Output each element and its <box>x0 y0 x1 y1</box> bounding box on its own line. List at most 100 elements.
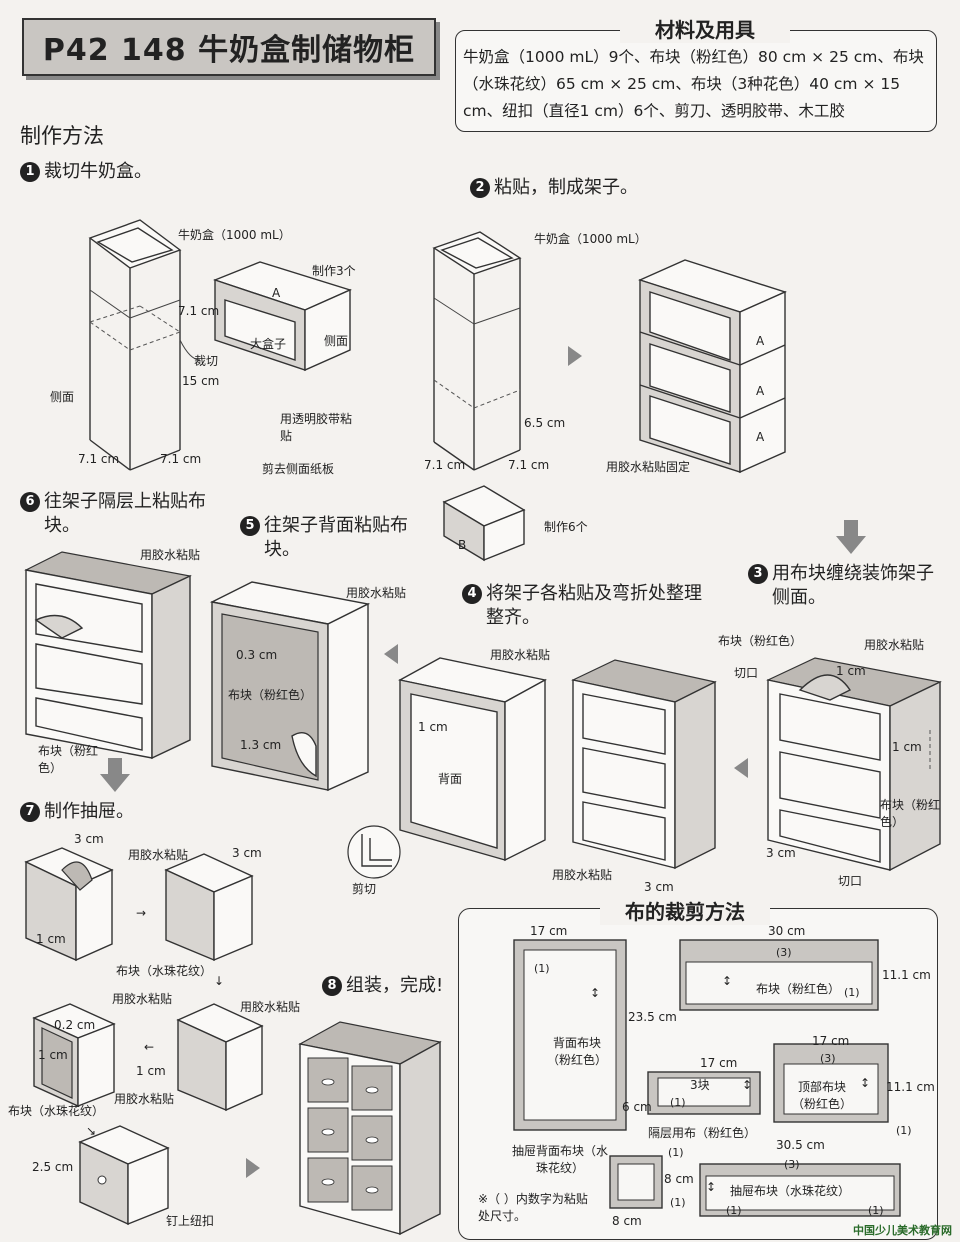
label-cloth-pink-3b: 布块（粉红色） <box>880 798 941 829</box>
cut-label-top: 顶部布块（粉红色） <box>792 1080 853 1111</box>
step-2-text: 粘贴，制成架子。 <box>494 177 638 198</box>
step-3-illustration <box>766 657 942 872</box>
label-cloth-pink-5: 布块（粉红色） <box>228 688 313 702</box>
label-1cm-3b: 1 cm <box>892 740 922 754</box>
cut-arrow-b: ↕ <box>722 974 733 988</box>
label-tape: 用透明胶带粘贴 <box>280 412 353 443</box>
arrow-d-7: ↓ <box>214 974 225 988</box>
arrow-right-step8 <box>246 1158 260 1178</box>
cut-label-note: ※（ ）内数字为粘贴处尺寸。 <box>478 1192 588 1223</box>
label-notch-3a: 切口 <box>734 666 759 680</box>
cut-label-p3b: (3) <box>820 1052 836 1065</box>
cut-label-p1c: (1) <box>670 1096 686 1109</box>
cut-label-drawer-back: 抽屉背面布块（水珠花纹） <box>511 1144 608 1175</box>
step-8-illustration <box>298 1021 442 1236</box>
label-02cm: 0.2 cm <box>54 1018 96 1032</box>
step-7-text: 制作抽屉。 <box>44 801 134 822</box>
step-3-number: 3 <box>748 564 768 584</box>
label-scissors: 剪切 <box>352 882 377 896</box>
step-2-number: 2 <box>470 178 490 198</box>
cut-arrow-d: ↕ <box>860 1076 871 1090</box>
step-6: 6 往架子隔层上粘贴布块。 <box>20 490 220 538</box>
cut-label-111b: 11.1 cm <box>886 1080 935 1094</box>
cut-label-30: 30 cm <box>768 924 806 938</box>
cut-label-back: 背面布块（粉红色） <box>546 1036 607 1067</box>
label-make3: 制作3个 <box>312 264 356 278</box>
arrow-l-7: ← <box>144 1040 155 1054</box>
arrow-right-step2 <box>568 346 582 366</box>
step-7: 7 制作抽屉。 <box>20 800 134 824</box>
label-1cm-3a: 1 cm <box>836 664 866 678</box>
label-cut-side: 剪去侧面纸板 <box>262 462 335 476</box>
cut-label-p1g: (1) <box>726 1204 742 1217</box>
label-make6: 制作6个 <box>544 520 588 534</box>
step-5-text: 往架子背面粘贴布块。 <box>264 515 408 560</box>
cut-label-p1d: (1) <box>896 1124 912 1137</box>
label-glue-7c: 用胶水粘贴 <box>240 1000 301 1014</box>
label-cut: 裁切 <box>194 354 219 368</box>
label-71-r2: 7.1 cm <box>508 458 550 472</box>
arrow-down-step7 <box>100 758 130 792</box>
cut-label-drawer: 抽屉布块（水珠花纹） <box>730 1184 851 1198</box>
label-back: 背面 <box>438 772 463 786</box>
label-glue-fix: 用胶水粘贴固定 <box>606 460 691 474</box>
cut-label-p3a: (3) <box>776 946 792 959</box>
step-7-number: 7 <box>20 802 40 822</box>
label-side: 侧面 <box>324 334 349 348</box>
step-5-number: 5 <box>240 516 260 536</box>
cutting-diagrams <box>513 939 901 1217</box>
cut-label-8a: 8 cm <box>664 1172 694 1186</box>
scissors-detail-circle <box>347 825 401 879</box>
label-a-4: A <box>756 430 765 444</box>
cut-arrow-a: ↕ <box>590 986 601 1000</box>
arrow-r-7: → <box>136 906 147 920</box>
label-71-top: 7.1 cm <box>178 304 220 318</box>
label-71-l2: 7.1 cm <box>424 458 466 472</box>
label-glue-4: 用胶水粘贴 <box>490 648 551 662</box>
step-3: 3 用布块缠绕装饰架子侧面。 <box>748 562 948 610</box>
label-glue-7d: 用胶水粘贴 <box>114 1092 175 1106</box>
label-glue-3: 用胶水粘贴 <box>864 638 925 652</box>
label-3cm-4: 3 cm <box>644 880 674 894</box>
label-a-2: A <box>756 334 765 348</box>
label-3cm-7b: 3 cm <box>232 846 262 860</box>
step-4-text: 将架子各粘贴及弯折处整理整齐。 <box>486 583 702 628</box>
arrow-left-step4 <box>734 758 748 778</box>
step-4-number: 4 <box>462 584 482 604</box>
label-1cm-4: 1 cm <box>418 720 448 734</box>
cut-label-17a: 17 cm <box>530 924 568 938</box>
label-3cm-7a: 3 cm <box>74 832 104 846</box>
label-1cm-7b: 1 cm <box>38 1048 68 1062</box>
label-cloth-pink-6: 布块（粉红色） <box>38 744 99 775</box>
cut-label-305: 30.5 cm <box>776 1138 825 1152</box>
step-1-text: 裁切牛奶盒。 <box>44 161 152 182</box>
cut-label-p1b: (1) <box>844 986 860 999</box>
page-title: P42 148 牛奶盒制储物柜 <box>22 18 436 76</box>
step-7-illustration <box>24 847 264 1226</box>
label-cloth-pink-3: 布块（粉红色） <box>718 634 803 648</box>
arrow-dr-7: ↘ <box>86 1124 97 1138</box>
label-13cm: 1.3 cm <box>240 738 282 752</box>
label-cloth-dot-7b: 布块（水珠花纹） <box>8 1104 105 1118</box>
label-glue-5: 用胶水粘贴 <box>346 586 407 600</box>
label-a-1: A <box>272 286 281 300</box>
cut-label-p1e: (1) <box>668 1146 684 1159</box>
label-side2: 侧面 <box>50 390 75 404</box>
step-1-illustration <box>88 219 352 471</box>
materials-title: 材料及用具 <box>620 14 790 43</box>
cut-label-three: 3块 <box>690 1078 710 1092</box>
watermark-logo: 中国少儿美术教育网 <box>853 1224 952 1237</box>
step-8-number: 8 <box>322 976 342 996</box>
label-03cm: 0.3 cm <box>236 648 278 662</box>
label-glue-7a: 用胶水粘贴 <box>128 848 189 862</box>
cut-label-p1h: (1) <box>868 1204 884 1217</box>
step-6-number: 6 <box>20 492 40 512</box>
label-glue-7b: 用胶水粘贴 <box>112 992 173 1006</box>
label-15cm: 15 cm <box>182 374 220 388</box>
label-65cm: 6.5 cm <box>524 416 566 430</box>
step-6-illustration <box>24 551 192 760</box>
step-8: 8 组装，完成! <box>322 974 443 998</box>
label-b: B <box>458 538 467 552</box>
step-8-text: 组装，完成! <box>346 975 444 996</box>
cut-label-111a: 11.1 cm <box>882 968 931 982</box>
